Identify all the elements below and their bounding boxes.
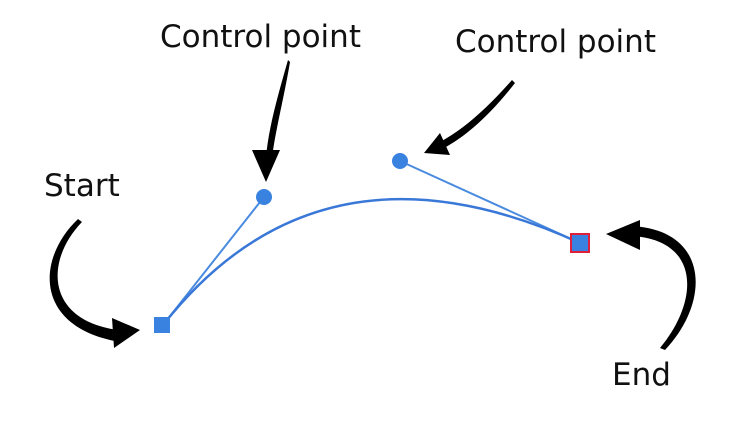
arrow-control-point-2 (424, 80, 515, 155)
arrow-start (49, 219, 140, 348)
control-point-2[interactable] (392, 153, 408, 169)
label-control-point-2: Control point (455, 24, 656, 60)
label-end: End (612, 357, 671, 393)
arrow-control-point-1 (252, 60, 290, 182)
arrow-end (606, 220, 696, 350)
control-point-1[interactable] (256, 189, 272, 205)
label-start: Start (44, 168, 120, 204)
label-control-point-1: Control point (160, 19, 361, 55)
start-point[interactable] (154, 317, 170, 333)
bezier-curve (162, 197, 581, 326)
end-point[interactable] (570, 233, 590, 253)
